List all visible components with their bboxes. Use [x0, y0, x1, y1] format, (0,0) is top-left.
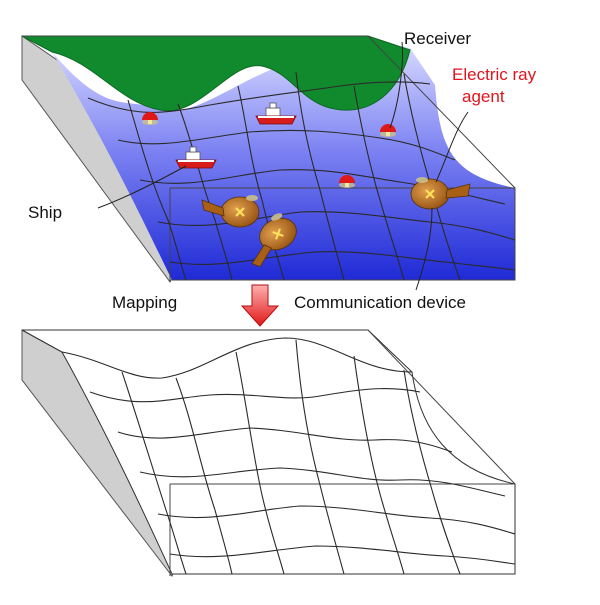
electric-ray-icon — [410, 177, 471, 210]
label-electric-ray-line2: agent — [462, 87, 505, 106]
label-electric-ray-line1: Electric ray — [452, 65, 537, 84]
down-arrow-icon — [240, 284, 280, 327]
receiver-buoy-2 — [380, 124, 396, 137]
electric-ray-icon — [251, 213, 297, 268]
label-receiver: Receiver — [404, 29, 471, 48]
electric-ray-icon — [201, 195, 260, 228]
land-area — [21, 35, 411, 112]
top-terrain-block — [21, 35, 516, 291]
water-surface — [52, 45, 515, 280]
receiver-leader-line — [389, 41, 403, 129]
ship-leader-line — [97, 165, 187, 209]
label-ship: Ship — [28, 203, 62, 222]
ship-icon — [175, 146, 217, 169]
receiver-buoy-1 — [142, 112, 158, 125]
receiver-buoy-3 — [339, 175, 355, 188]
bottom-grid-lines — [89, 339, 516, 575]
electric-ray-leader-line — [435, 111, 469, 183]
communication-device-leader-line — [415, 207, 433, 291]
label-communication-device: Communication device — [294, 293, 466, 312]
bottom-box-frame — [169, 329, 516, 576]
bottom-terrain-block — [21, 329, 516, 578]
ship-icon — [255, 102, 297, 125]
label-mapping: Mapping — [112, 293, 177, 312]
